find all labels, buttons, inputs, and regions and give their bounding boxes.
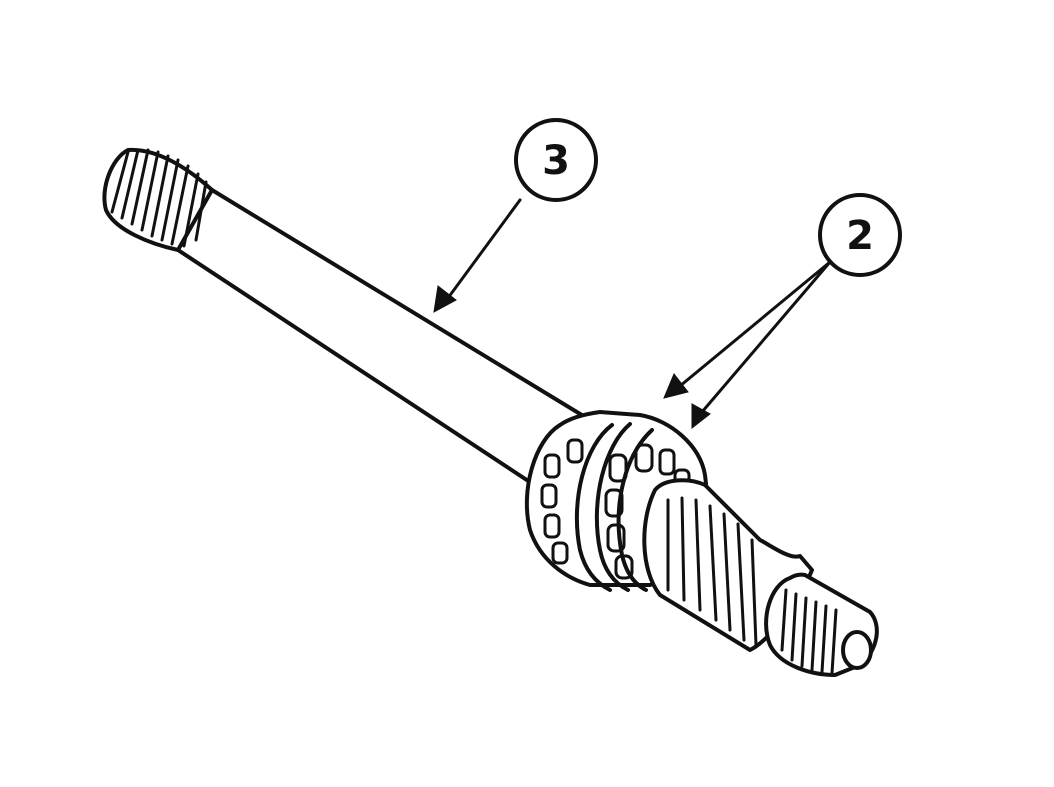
callout-2: 2 (818, 193, 902, 277)
callout-2-label: 2 (846, 213, 874, 259)
callout-3: 3 (514, 118, 598, 202)
left-splined-end (102, 147, 214, 252)
shaft-body (176, 188, 592, 494)
threaded-tip (764, 572, 879, 677)
leader-line-3 (433, 198, 522, 313)
callout-2-circle (818, 193, 902, 277)
leader-lines-2 (663, 260, 832, 430)
callout-3-circle (514, 118, 598, 202)
callout-3-label: 3 (542, 138, 570, 184)
